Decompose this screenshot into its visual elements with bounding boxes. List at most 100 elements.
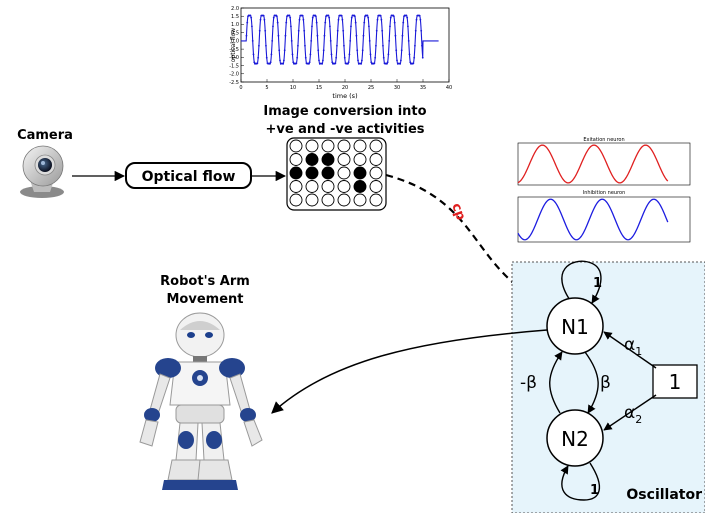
- inactive-cell: [305, 139, 319, 153]
- optical-flow-point: [269, 61, 272, 64]
- optical-flow-point: [347, 61, 350, 64]
- optical-flow-point: [420, 29, 423, 32]
- optical-flow-point: [268, 62, 271, 65]
- inactive-cell: [337, 193, 351, 207]
- active-cell: [321, 153, 335, 166]
- camera-label: Camera: [17, 128, 73, 143]
- optical-flow-point: [341, 18, 344, 21]
- optical-flow-point: [373, 62, 376, 65]
- excitation-chart-title: Exitation neuron: [583, 137, 624, 143]
- y-tick-label: 2.0: [231, 6, 239, 12]
- optical-flow-point: [395, 49, 398, 52]
- oscillator-label: Oscillator: [626, 487, 702, 503]
- optical-flow-point: [296, 56, 299, 59]
- x-tick-label: 10: [290, 85, 296, 91]
- inactive-cell: [369, 139, 383, 153]
- optical-flow-point: [380, 18, 383, 21]
- inhibition-chart-title: Inhibition neuron: [583, 190, 626, 196]
- activity-grid-cells: [289, 139, 383, 207]
- optical-flow-point: [357, 59, 359, 62]
- optical-flow-point: [414, 29, 417, 32]
- optical-flow-point: [334, 62, 337, 65]
- constant-input-value: 1: [669, 370, 682, 394]
- x-tick-label: 20: [342, 85, 348, 91]
- optical-flow-point: [375, 29, 378, 32]
- inactive-cell: [353, 193, 367, 207]
- active-cell: [289, 166, 303, 180]
- inactive-cell: [369, 153, 383, 166]
- inactive-cell: [305, 193, 319, 207]
- inactive-cell: [337, 180, 351, 193]
- optical-flow-point: [290, 25, 292, 28]
- optical-flow-point: [276, 21, 279, 24]
- inactive-cell: [289, 180, 303, 193]
- optical-flow-point: [292, 61, 295, 64]
- optical-flow-point: [277, 34, 280, 37]
- optical-flow-point: [324, 21, 327, 24]
- active-cell: [321, 166, 335, 180]
- optical-flow-point: [311, 25, 313, 28]
- optical-flow-point: [387, 53, 390, 56]
- optical-flow-point: [282, 62, 285, 65]
- optical-flow-point: [355, 34, 358, 37]
- optical-flow-point: [388, 39, 391, 42]
- optical-flow-point: [302, 18, 305, 21]
- optical-flow-point: [272, 25, 274, 28]
- optical-flow-point: [250, 16, 253, 19]
- optical-flow-point: [301, 14, 304, 17]
- image-conversion-title-line1: Image conversion into: [263, 104, 426, 119]
- optical-flow-point: [308, 61, 311, 64]
- optical-flow-point: [283, 49, 286, 52]
- optical-flow-point: [335, 56, 338, 59]
- optical-flow-point: [322, 59, 324, 62]
- robot-icon: [139, 312, 263, 490]
- optical-flow-point: [396, 59, 398, 62]
- optical-flow-point: [315, 21, 318, 24]
- optical-flow-point: [275, 15, 278, 18]
- inactive-cell: [369, 166, 383, 180]
- optical-flow-point: [343, 44, 345, 47]
- optical-flow-point: [361, 49, 364, 52]
- optical-flow-point: [322, 49, 325, 52]
- optical-flow-point: [350, 25, 352, 28]
- node-n1: [546, 297, 604, 355]
- optical-flow-point: [412, 62, 415, 65]
- optical-flow-point: [353, 15, 356, 18]
- optical-flow-point: [415, 18, 418, 21]
- optical-flow-point: [343, 56, 346, 59]
- inactive-cell: [369, 193, 383, 207]
- optical-flow-point: [399, 62, 402, 65]
- optical-flow-point: [421, 56, 424, 59]
- optical-flow-series-points: [245, 14, 424, 65]
- optical-flow-point: [370, 61, 373, 64]
- inactive-cell: [353, 139, 367, 153]
- optical-flow-point: [272, 16, 275, 19]
- optical-flow-point: [317, 49, 320, 52]
- y-tick-label: 1.0: [231, 22, 239, 28]
- optical-flow-point: [382, 56, 385, 59]
- optical-flow-point: [393, 21, 396, 24]
- optical-flow-point: [379, 14, 382, 17]
- optical-flow-point: [381, 29, 384, 32]
- optical-flow-point: [285, 21, 288, 24]
- inactive-cell: [353, 153, 367, 166]
- neg-beta-label: -β: [520, 373, 537, 393]
- optical-flow-y-label: optical flow: [230, 28, 237, 62]
- optical-flow-point: [389, 25, 391, 28]
- inactive-cell: [337, 139, 351, 153]
- optical-flow-point: [407, 39, 410, 42]
- x-tick-label: 35: [420, 85, 426, 91]
- optical-flow-point: [265, 56, 268, 59]
- optical-flow-point: [354, 21, 357, 24]
- optical-flow-point: [368, 39, 371, 42]
- self-loop-n1: [561, 260, 602, 304]
- optical-flow-point: [311, 16, 314, 19]
- optical-flow-point: [346, 62, 349, 65]
- optical-flow-point: [330, 53, 333, 56]
- optical-flow-point: [342, 29, 345, 32]
- x-tick-label: 0: [239, 85, 242, 91]
- optical-flow-point: [290, 39, 293, 42]
- optical-flow-point: [270, 53, 273, 56]
- optical-flow-point: [251, 25, 253, 28]
